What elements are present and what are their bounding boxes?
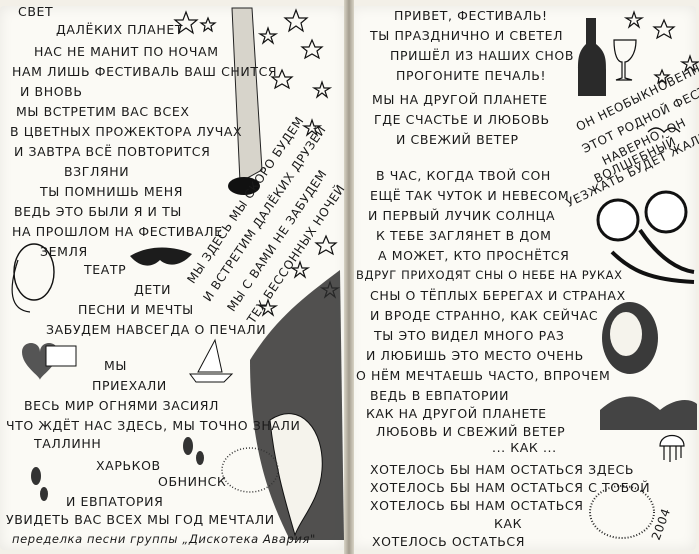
stipple-cloud-drawing [221,447,279,493]
wine-glass-drawing [613,39,637,81]
left-line-11: ведь это были я и ты [14,204,182,219]
right-line-12: а может, кто проснётся [378,248,570,263]
left-line-12: на прошлом на фестивале [12,224,223,239]
wine-bottle-drawing [578,18,606,96]
left-line-15: дети [134,282,172,297]
right-line-21: любовь и свежий ветер [376,424,566,439]
right-line-10: и первый лучик солнца [368,208,556,223]
right-line-16: ты это видел много раз [374,328,565,343]
sea-waves-drawing [600,396,697,430]
envelope-drawing [45,345,77,367]
right-line-8: в час, когда твой сон [376,168,551,183]
right-line-26: как [494,516,523,531]
left-line-22: таллинн [34,436,102,451]
carnival-mask-drawing [130,247,192,266]
right-page [350,6,696,550]
right-line-14: сны о тёплых берегах и странах [370,288,626,303]
right-line-27: хотелось остаться [372,534,526,549]
footprints-drawing [31,437,204,501]
right-line-1: привет, фестиваль! [394,8,548,23]
notebook-spine [344,0,354,554]
right-line-18: о нём мечтаешь часто, впрочем [356,368,611,383]
right-line-17: и любишь это место очень [366,348,584,363]
right-line-3: пришёл из наших снов [390,48,575,63]
right-line-6: где счастье и любовь [374,112,550,127]
left-line-6: мы встретим вас всех [16,104,190,119]
right-line-5: мы на другой планете [372,92,548,107]
spotlight-lamp-drawing [228,177,260,195]
left-line-25: и евпатория [66,494,164,509]
left-line-5: и вновь [20,84,83,99]
left-line-1: свет [18,4,54,19]
right-line-19: ведь в евпатории [370,388,510,403]
left-line-24: обнинск [158,474,227,489]
left-line-3: нас не манит по ночам [34,44,219,59]
left-line-19: приехали [92,378,167,393]
left-line-23: харьков [96,458,161,473]
right-line-20: как на другой планете [366,406,547,421]
right-line-9: ещё так чуток и невесом [370,188,570,203]
seagull-drawing [647,127,681,134]
left-line-4: нам лишь фестиваль ваш снится [12,64,278,79]
right-line-11: к тебе заглянет в дом [376,228,552,243]
spotlight-beam-drawing [231,7,263,183]
right-line-4: прогоните печаль! [396,68,547,83]
left-line-16: песни и мечты [78,302,194,317]
right-line-15: и вроде странно, как сейчас [370,308,599,323]
right-line-24: хотелось бы нам остаться с тобой [370,480,651,495]
right-line-7: и свежий ветер [396,132,519,147]
left-line-18: мы [104,358,128,373]
right-line-2: ты празднично и светел [370,28,564,43]
stars-right-top [623,10,699,85]
left-line-8: и завтра всё повторится [14,144,211,159]
street-lamps-drawing [596,190,695,284]
left-line-20: весь мир огнями засиял [24,398,219,413]
sailboat-drawing [189,338,234,383]
left-line-2: далёких планет [56,22,184,37]
right-line-13: вдруг приходят сны о небе на руках [356,268,623,282]
left-line-13: земля [40,244,88,259]
right-line-23: хотелось бы нам остаться здесь [370,462,635,477]
left-line-10: ты помнишь меня [40,184,184,199]
right-line-25: хотелось бы нам остаться [370,498,584,513]
stars-left-top [173,8,341,317]
dolphin-drawing [269,413,323,537]
left-line-26: увидеть вас всех мы год мечтали [6,512,275,527]
left-credit-line: переделка песни группы „Дискотека Авария… [12,532,316,546]
left-line-17: забудем навсегда о печали [46,322,267,337]
left-line-9: взгляни [64,164,130,179]
left-line-14: театр [84,262,127,277]
stipple-shape-drawing [589,485,655,539]
left-line-21: что ждёт нас здесь, мы точно знали [6,418,301,433]
left-line-7: в цветных прожектора лучах [10,124,243,139]
right-line-22: ... как ... [492,440,557,455]
jellyfish-drawing [659,434,685,462]
